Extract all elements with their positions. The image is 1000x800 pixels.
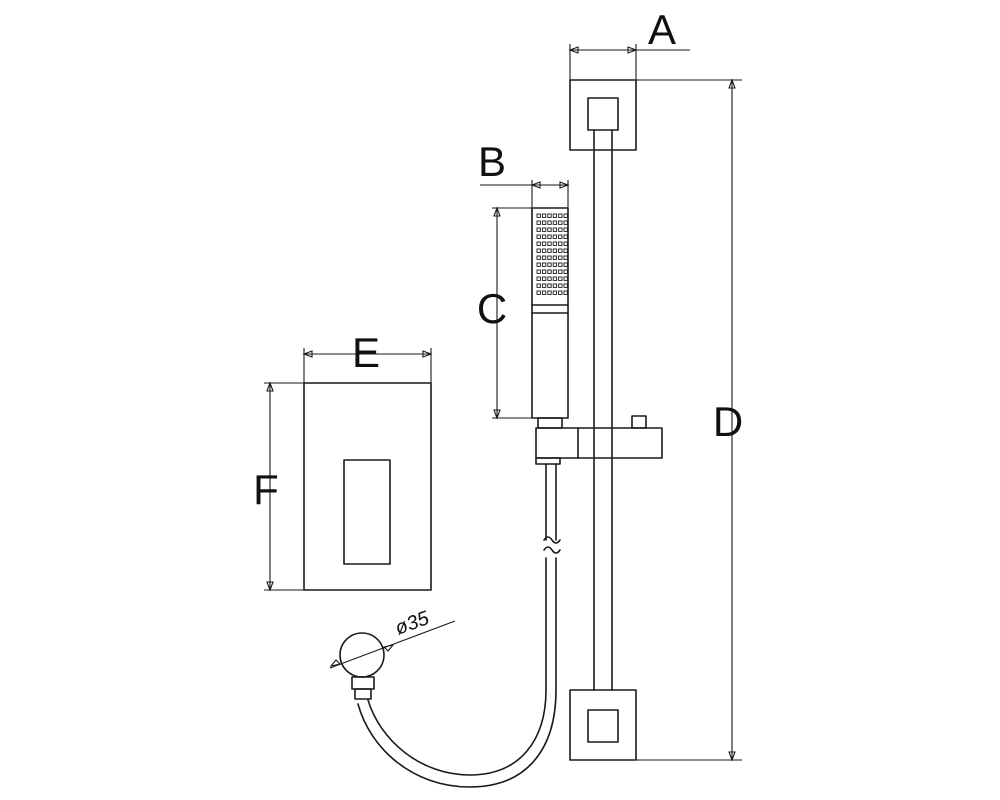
spray-nozzle xyxy=(541,255,547,260)
spray-nozzle xyxy=(558,262,563,267)
spray-nozzle xyxy=(552,255,558,260)
spray-nozzle xyxy=(547,213,552,218)
spray-nozzle xyxy=(541,269,547,274)
spray-nozzle xyxy=(558,220,563,225)
spray-nozzle xyxy=(563,248,568,253)
spray-nozzle xyxy=(547,227,552,232)
spray-nozzle xyxy=(547,262,552,267)
spray-nozzle xyxy=(558,290,563,295)
bottom-wall-bracket xyxy=(569,689,637,761)
spray-nozzle xyxy=(563,276,568,281)
spray-nozzle xyxy=(558,276,563,281)
spray-nozzle xyxy=(552,290,558,295)
spray-nozzle xyxy=(558,255,563,260)
hand-shower xyxy=(531,207,569,429)
spray-nozzle xyxy=(558,234,563,239)
spray-nozzle xyxy=(563,283,568,288)
spray-nozzle xyxy=(563,234,568,239)
dimension-label-f: F xyxy=(253,466,279,513)
dimension-label-a: A xyxy=(648,6,676,53)
spray-nozzle xyxy=(536,262,541,267)
dimension-b: B xyxy=(478,138,570,208)
dimension-c: C xyxy=(477,206,532,420)
spray-nozzle xyxy=(541,262,547,267)
control-plate xyxy=(303,382,432,591)
spray-nozzle xyxy=(536,276,541,281)
spray-nozzle xyxy=(552,227,558,232)
spray-nozzle xyxy=(536,234,541,239)
dimension-label-e: E xyxy=(352,329,380,376)
spray-nozzle xyxy=(547,255,552,260)
spray-nozzle xyxy=(558,227,563,232)
diameter-label: ø35 xyxy=(392,607,433,640)
spray-nozzle xyxy=(547,241,552,246)
spray-nozzle xyxy=(563,262,568,267)
spray-nozzle xyxy=(563,255,568,260)
spray-nozzle xyxy=(536,227,541,232)
top-wall-bracket xyxy=(569,79,637,151)
spray-nozzle xyxy=(563,269,568,274)
spray-nozzle xyxy=(547,276,552,281)
spray-nozzle xyxy=(536,290,541,295)
spray-nozzle xyxy=(547,248,552,253)
spray-nozzle xyxy=(563,213,568,218)
spray-nozzle xyxy=(536,213,541,218)
spray-nozzle xyxy=(558,269,563,274)
spray-nozzle xyxy=(558,283,563,288)
spray-nozzle xyxy=(558,213,563,218)
spray-nozzle xyxy=(536,248,541,253)
spray-nozzle xyxy=(541,248,547,253)
spray-nozzle xyxy=(563,227,568,232)
spray-nozzle xyxy=(552,262,558,267)
spray-nozzle xyxy=(547,283,552,288)
spray-nozzle xyxy=(552,241,558,246)
spray-nozzle xyxy=(552,248,558,253)
spray-nozzle xyxy=(541,220,547,225)
spray-nozzle xyxy=(552,283,558,288)
wall-outlet-elbow xyxy=(339,632,385,700)
spray-nozzle xyxy=(558,248,563,253)
spray-nozzle xyxy=(536,241,541,246)
dimension-d: D xyxy=(636,78,743,762)
spray-nozzle xyxy=(547,234,552,239)
dimension-label-b: B xyxy=(478,138,506,185)
dimension-a: A xyxy=(568,6,690,80)
spray-nozzle xyxy=(552,213,558,218)
spray-nozzle xyxy=(541,241,547,246)
spray-nozzle xyxy=(563,290,568,295)
spray-nozzle xyxy=(547,290,552,295)
dimension-label-d: D xyxy=(713,398,743,445)
spray-nozzle xyxy=(547,269,552,274)
spray-nozzle xyxy=(558,241,563,246)
shower-hose xyxy=(357,463,561,788)
sliding-handset-holder xyxy=(535,415,663,465)
spray-nozzle xyxy=(541,276,547,281)
spray-nozzle xyxy=(563,241,568,246)
dimension-f: F xyxy=(253,381,304,592)
spray-nozzle xyxy=(536,220,541,225)
spray-nozzle xyxy=(552,269,558,274)
spray-nozzle xyxy=(536,255,541,260)
spray-nozzle xyxy=(552,220,558,225)
spray-nozzle xyxy=(536,269,541,274)
spray-nozzle xyxy=(541,290,547,295)
spray-nozzle xyxy=(552,234,558,239)
dimension-e: E xyxy=(302,329,433,383)
spray-nozzle xyxy=(563,220,568,225)
spray-nozzle xyxy=(547,220,552,225)
spray-nozzle xyxy=(541,227,547,232)
spray-nozzle xyxy=(541,234,547,239)
spray-nozzle xyxy=(552,276,558,281)
riser-rail xyxy=(593,129,613,691)
spray-nozzle xyxy=(541,283,547,288)
spray-nozzle xyxy=(536,283,541,288)
spray-nozzle-grid xyxy=(536,213,568,295)
dimension-label-c: C xyxy=(477,285,507,332)
spray-nozzle xyxy=(541,213,547,218)
